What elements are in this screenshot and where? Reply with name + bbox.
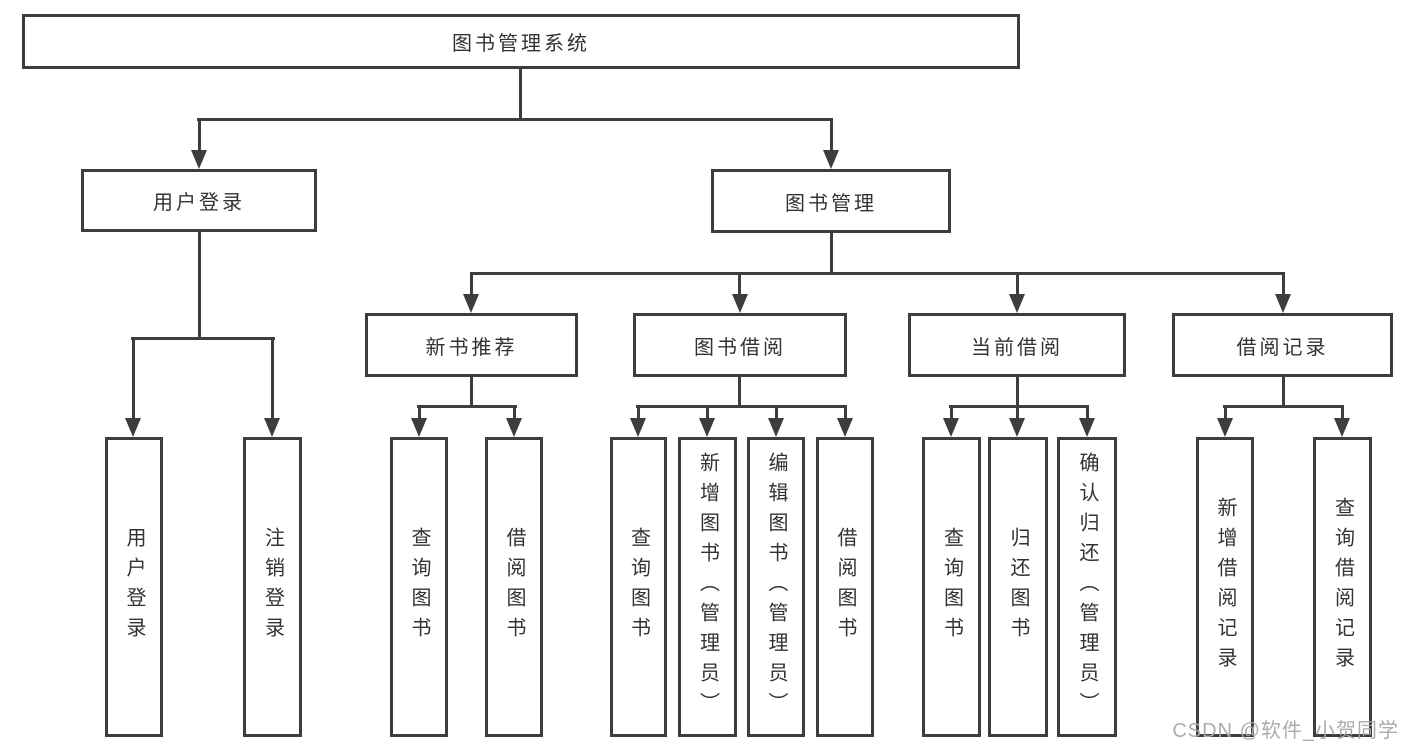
connector-line <box>950 405 953 420</box>
node-new-book-recommend: 新书推荐 <box>365 313 578 377</box>
connector-line <box>1341 405 1344 420</box>
connector-line <box>706 405 709 420</box>
node-leaf-edit-books: 编辑图书（管理员） <box>747 437 805 737</box>
connector-line <box>198 118 201 151</box>
node-label: 借阅图书 <box>834 527 856 647</box>
node-user-login: 用户登录 <box>81 169 317 232</box>
connector-line <box>271 337 274 419</box>
node-library-management-system: 图书管理系统 <box>22 14 1020 69</box>
node-label: 查询图书 <box>408 527 430 647</box>
node-leaf-query-books-1: 查询图书 <box>390 437 448 737</box>
arrowhead-icon <box>506 418 522 437</box>
node-leaf-query-books-2: 查询图书 <box>610 437 667 737</box>
watermark: CSDN @软件_小贺同学 <box>1172 720 1399 742</box>
node-label: 新增图书（管理员） <box>696 452 719 722</box>
node-label: 编辑图书（管理员） <box>765 452 787 722</box>
connector-line <box>132 337 135 419</box>
connector-line <box>738 272 741 300</box>
connector-line <box>830 118 833 151</box>
node-label: 注销登录 <box>261 527 284 647</box>
node-leaf-borrow-books-2: 借阅图书 <box>816 437 874 737</box>
connector-line <box>1224 405 1227 420</box>
arrowhead-icon <box>463 294 479 313</box>
arrowhead-icon <box>191 150 207 169</box>
arrowhead-icon <box>823 150 839 169</box>
connector-line <box>844 405 847 420</box>
connector-line <box>1016 376 1019 408</box>
node-label: 新增借阅记录 <box>1214 497 1236 677</box>
connector-line <box>470 272 473 300</box>
node-book-borrowing: 图书借阅 <box>633 313 847 377</box>
arrowhead-icon <box>768 418 784 437</box>
connector-line <box>198 231 201 340</box>
connector-line <box>830 232 833 275</box>
node-label: 图书管理系统 <box>452 33 590 55</box>
arrowhead-icon <box>837 418 853 437</box>
node-leaf-user-login: 用户登录 <box>105 437 163 737</box>
connector-line <box>1086 405 1089 420</box>
connector-line <box>636 405 847 408</box>
connector-line <box>1223 405 1344 408</box>
arrowhead-icon <box>630 418 646 437</box>
connector-line <box>1282 272 1285 300</box>
connector-line <box>1282 376 1285 408</box>
node-leaf-return-books: 归还图书 <box>988 437 1048 737</box>
arrowhead-icon <box>125 418 141 437</box>
node-label: 图书管理 <box>785 192 877 215</box>
node-book-management: 图书管理 <box>711 169 951 233</box>
arrowhead-icon <box>1079 418 1095 437</box>
node-leaf-query-books-3: 查询图书 <box>922 437 981 737</box>
node-label: 借阅图书 <box>503 527 525 647</box>
connector-line <box>470 376 473 408</box>
arrowhead-icon <box>1217 418 1233 437</box>
connector-line <box>131 337 275 340</box>
arrowhead-icon <box>732 294 748 313</box>
node-label: 用户登录 <box>123 527 145 647</box>
arrowhead-icon <box>1009 294 1025 313</box>
arrowhead-icon <box>264 418 280 437</box>
arrowhead-icon <box>943 418 959 437</box>
arrowhead-icon <box>1275 294 1291 313</box>
arrowhead-icon <box>1009 418 1025 437</box>
node-leaf-query-borrow-record: 查询借阅记录 <box>1313 437 1372 737</box>
connector-line <box>1016 405 1019 420</box>
node-label: 当前借阅 <box>971 336 1063 359</box>
connector-line <box>418 405 421 420</box>
connector-line <box>1016 272 1019 300</box>
connector-line <box>197 118 833 121</box>
connector-line <box>470 272 1284 275</box>
node-current-borrowing: 当前借阅 <box>908 313 1126 377</box>
arrowhead-icon <box>699 418 715 437</box>
node-label: 图书借阅 <box>694 336 786 359</box>
connector-line <box>949 405 1089 408</box>
node-leaf-borrow-books-1: 借阅图书 <box>485 437 543 737</box>
connector-line <box>738 376 741 408</box>
node-leaf-add-books: 新增图书（管理员） <box>678 437 737 737</box>
node-label: 查询图书 <box>940 527 963 647</box>
arrowhead-icon <box>411 418 427 437</box>
node-label: 查询图书 <box>627 527 650 647</box>
connector-line <box>519 68 522 121</box>
connector-line <box>775 405 778 420</box>
connector-line <box>417 405 517 408</box>
node-leaf-logout: 注销登录 <box>243 437 302 737</box>
connector-line <box>513 405 516 420</box>
node-borrowing-records: 借阅记录 <box>1172 313 1393 377</box>
node-label: 新书推荐 <box>425 336 518 359</box>
node-leaf-confirm-return: 确认归还（管理员） <box>1057 437 1117 737</box>
node-label: 归还图书 <box>1007 527 1029 647</box>
node-label: 用户登录 <box>153 192 245 214</box>
connector-line <box>637 405 640 420</box>
node-label: 借阅记录 <box>1236 336 1329 359</box>
node-leaf-add-borrow-record: 新增借阅记录 <box>1196 437 1254 737</box>
node-label: 确认归还（管理员） <box>1076 452 1098 722</box>
arrowhead-icon <box>1334 418 1350 437</box>
node-label: 查询借阅记录 <box>1331 497 1354 677</box>
